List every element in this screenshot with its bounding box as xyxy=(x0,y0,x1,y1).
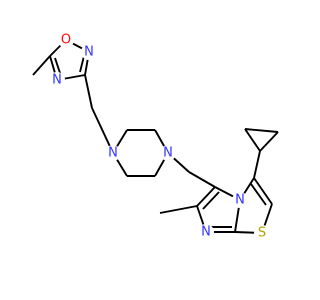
bond-c2-c3-double xyxy=(250,183,267,206)
bond-cp-a xyxy=(244,128,261,152)
bond-methyl-c5 xyxy=(32,55,51,76)
bond-c5-c6-double xyxy=(202,191,220,210)
bond-c3-ch2 xyxy=(84,74,93,109)
atom-o-oxadiazole: O xyxy=(58,32,74,48)
atom-n-piperazine-4: N xyxy=(160,145,176,161)
atom-n-imidazole: N xyxy=(198,224,214,240)
molecule-canvas: O N N N N N N S xyxy=(32,32,279,241)
atom-n-piperazine-1: N xyxy=(105,145,121,161)
atom-label-nimid: N xyxy=(201,225,211,240)
atom-label-o1: O xyxy=(61,33,71,48)
bond-ch2-c5 xyxy=(188,171,216,188)
bonds xyxy=(32,39,279,234)
atom-labels: O N N N N N N S xyxy=(49,32,270,241)
atom-label-npip1: N xyxy=(108,146,118,161)
structure-diagram: O N N N N N N S xyxy=(32,32,279,241)
bond-c6-methyl xyxy=(159,205,198,214)
atom-n4-oxadiazole: N xyxy=(49,72,65,88)
bond-cp-b xyxy=(259,131,279,152)
bond-c2-c3 xyxy=(253,177,273,205)
bond-c3-cyclopropyl xyxy=(253,150,261,179)
atom-n2-oxadiazole: N xyxy=(81,44,97,60)
bond-cp-c xyxy=(244,128,279,133)
bond-c5-c6 xyxy=(196,186,216,207)
atom-s-thiazole: S xyxy=(254,225,270,241)
atom-label-n2: N xyxy=(84,45,94,60)
atom-label-s: S xyxy=(258,226,266,241)
atom-n-bridge: N xyxy=(232,192,248,208)
bond-ch2-npip1 xyxy=(91,107,114,154)
atom-label-nbridge: N xyxy=(235,193,245,208)
atom-label-n4: N xyxy=(52,73,62,88)
atom-label-npip4: N xyxy=(163,146,173,161)
bond-n2-c3-double xyxy=(79,55,85,73)
